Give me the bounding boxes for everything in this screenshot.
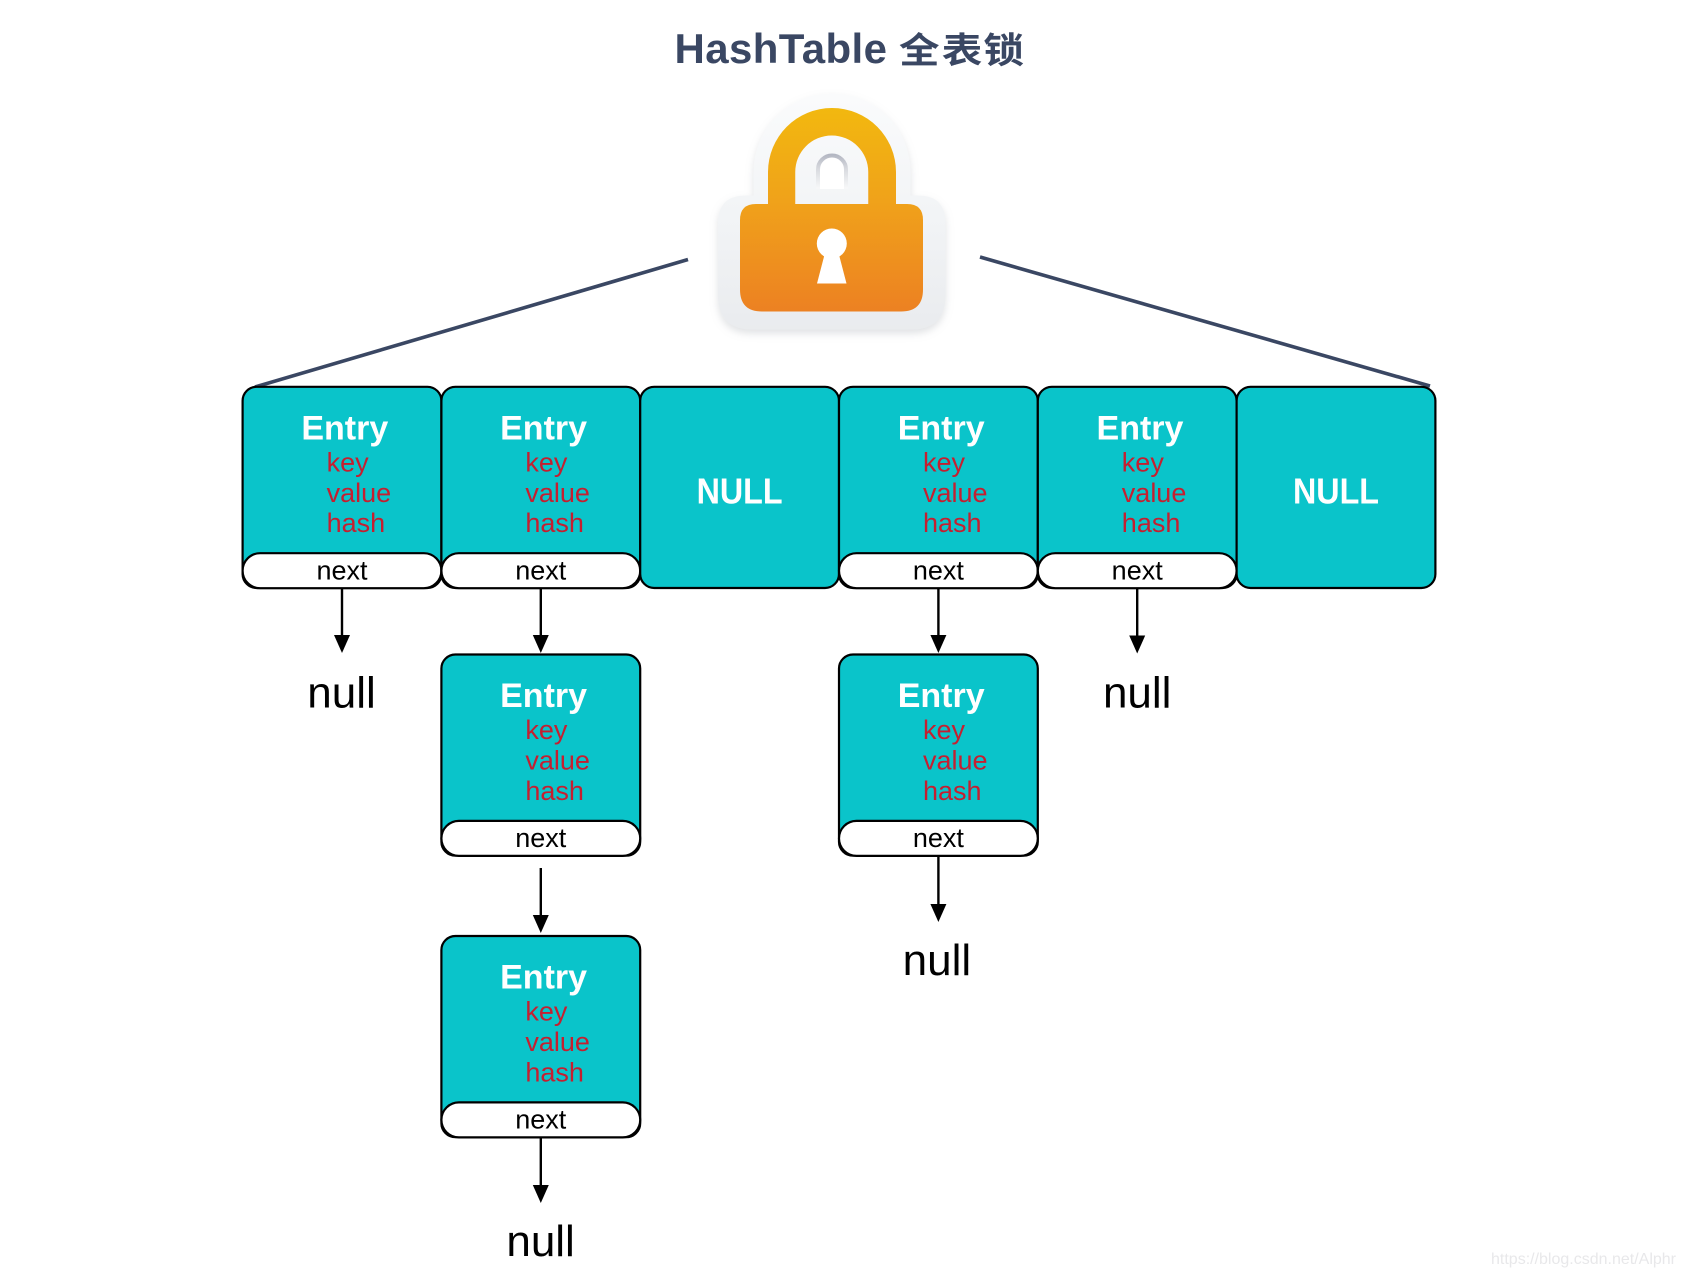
svg-text:key: key <box>525 997 568 1027</box>
svg-text:Entry: Entry <box>301 409 388 447</box>
svg-text:next: next <box>515 556 567 586</box>
svg-text:null: null <box>1103 669 1172 718</box>
svg-text:value: value <box>923 746 988 776</box>
svg-text:hash: hash <box>923 776 982 806</box>
svg-text:NULL: NULL <box>1293 471 1379 512</box>
svg-text:next: next <box>515 823 567 853</box>
svg-text:value: value <box>327 478 392 508</box>
svg-text:https://blog.csdn.net/Alphr: https://blog.csdn.net/Alphr <box>1491 1251 1677 1268</box>
svg-text:Entry: Entry <box>898 409 985 447</box>
svg-text:Entry: Entry <box>500 409 587 447</box>
svg-text:hash: hash <box>1122 508 1181 538</box>
svg-text:value: value <box>525 746 590 776</box>
svg-text:null: null <box>307 669 376 718</box>
svg-text:Entry: Entry <box>500 959 587 997</box>
svg-text:next: next <box>913 556 965 586</box>
svg-text:value: value <box>525 478 590 508</box>
svg-text:key: key <box>923 715 966 745</box>
svg-text:null: null <box>506 1217 575 1266</box>
svg-text:hash: hash <box>525 1057 584 1087</box>
svg-text:hash: hash <box>923 508 982 538</box>
svg-text:null: null <box>903 936 972 985</box>
svg-text:hash: hash <box>327 508 386 538</box>
svg-text:Entry: Entry <box>1097 409 1184 447</box>
svg-text:NULL: NULL <box>697 471 783 512</box>
svg-text:Entry: Entry <box>500 677 587 715</box>
svg-text:value: value <box>923 478 988 508</box>
svg-text:hash: hash <box>525 776 584 806</box>
svg-text:value: value <box>1122 478 1187 508</box>
svg-text:key: key <box>525 715 568 745</box>
svg-text:key: key <box>1122 447 1165 477</box>
svg-text:key: key <box>327 447 370 477</box>
svg-text:next: next <box>316 556 368 586</box>
svg-text:next: next <box>515 1105 567 1135</box>
svg-text:HashTable: HashTable <box>675 25 888 72</box>
svg-text:next: next <box>913 823 965 853</box>
svg-text:key: key <box>923 447 966 477</box>
svg-text:hash: hash <box>525 508 584 538</box>
svg-text:value: value <box>525 1027 590 1057</box>
svg-text:Entry: Entry <box>898 677 985 715</box>
svg-text:next: next <box>1112 556 1164 586</box>
svg-text:key: key <box>525 447 568 477</box>
